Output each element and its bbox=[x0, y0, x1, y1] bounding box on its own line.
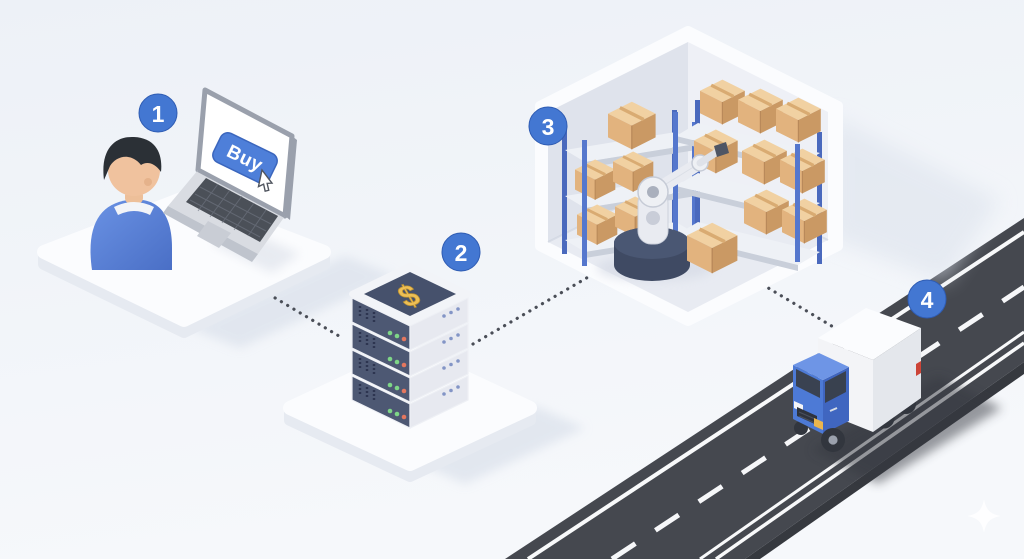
server-side-dots bbox=[442, 307, 460, 396]
connector-step2-step3 bbox=[471, 274, 592, 346]
server-vents bbox=[358, 306, 376, 402]
cursor-icon bbox=[257, 168, 274, 192]
truck-tail-light bbox=[916, 361, 921, 376]
step-1-number: 1 bbox=[152, 101, 165, 127]
laptop-icon: Buy bbox=[163, 87, 297, 262]
server-stack-icon: $ bbox=[349, 263, 471, 429]
person-ear bbox=[144, 178, 152, 186]
connector-step3-step4 bbox=[748, 275, 842, 333]
person-collar bbox=[114, 202, 154, 215]
truck-side-window bbox=[825, 371, 846, 403]
sparkle-icon bbox=[967, 499, 1001, 533]
truck-door-handle bbox=[829, 407, 838, 412]
truck-cab-roof bbox=[793, 353, 849, 380]
truck-cargo-side bbox=[873, 328, 921, 432]
truck-windshield bbox=[796, 369, 820, 398]
laptop-hinge bbox=[197, 168, 286, 218]
road-surface bbox=[505, 218, 1024, 559]
connectors bbox=[248, 274, 842, 346]
warehouse-scene: 3 bbox=[528, 26, 843, 326]
warehouse-ground-shadow bbox=[830, 115, 1000, 282]
laptop-trackpad bbox=[197, 221, 231, 248]
platform2-shadow bbox=[415, 406, 585, 484]
server-dollar-panel bbox=[364, 272, 456, 316]
customer-scene: Buy 1 bbox=[37, 87, 331, 338]
robot-gripper-icon bbox=[714, 142, 729, 157]
truck-amber-light bbox=[814, 418, 823, 430]
person-body bbox=[90, 199, 172, 270]
step-3-number: 3 bbox=[542, 114, 555, 140]
robot-arm-icon bbox=[614, 142, 729, 281]
server-status-leds bbox=[387, 330, 407, 420]
truck-shadow bbox=[812, 376, 1002, 484]
truck-cargo-top bbox=[818, 308, 921, 360]
step-1-badge: 1 bbox=[138, 93, 178, 133]
person-icon bbox=[90, 136, 172, 270]
person-hair bbox=[103, 136, 162, 180]
delivery-truck-icon bbox=[793, 308, 921, 452]
step-4-badge: 4 bbox=[907, 279, 947, 319]
platform1-shadow bbox=[190, 256, 395, 348]
keyboard-key-lines bbox=[189, 183, 272, 238]
step-3-badge: 3 bbox=[528, 106, 568, 146]
step-2-number: 2 bbox=[455, 240, 468, 266]
step-4-number: 4 bbox=[921, 287, 934, 313]
truck-scene: 4 bbox=[793, 279, 1002, 484]
step-2-badge: 2 bbox=[441, 232, 481, 272]
server-scene: $ 2 bbox=[283, 232, 537, 482]
